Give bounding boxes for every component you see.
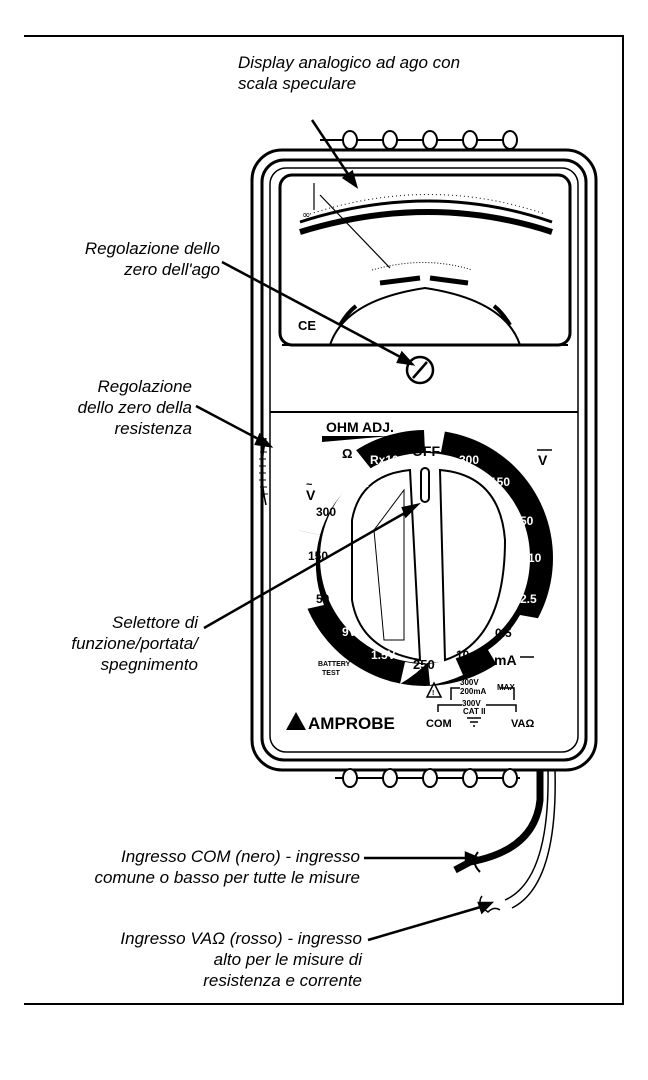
ground-icon — [467, 717, 481, 727]
callout-zero-resistance-line1: Regolazione — [97, 377, 192, 396]
needle-zero-screw[interactable] — [405, 355, 435, 385]
svg-text:!: ! — [432, 690, 434, 697]
callout-zero-needle: Regolazione dello zero dell'ago — [85, 238, 220, 280]
dial-dcv-150[interactable]: 150 — [490, 475, 510, 489]
callout-display: Display analogico ad ago con scala specu… — [238, 52, 460, 94]
va-lead-red-outline1 — [504, 769, 549, 901]
dial-ohm-symbol: Ω — [342, 446, 352, 461]
ce-mark: CE — [298, 318, 316, 333]
callout-display-line1: Display analogico ad ago con — [238, 53, 461, 72]
holster-loops-bottom — [335, 768, 520, 788]
va-lead-red-outline2 — [511, 769, 556, 909]
holster-loops-top — [320, 130, 518, 150]
callout-com-input-line1: Ingresso COM (nero) - ingresso — [120, 847, 360, 866]
jack-va-label: VAΩ — [511, 718, 534, 730]
ohm-adj-arrow — [322, 436, 390, 442]
dial-acv-300[interactable]: 300 — [316, 505, 336, 519]
com-lead-black — [453, 770, 544, 874]
leader-lines — [195, 119, 495, 942]
jack-ratings: ! 300V 200mA MAX 300V CAT II COM VAΩ — [425, 678, 534, 730]
callout-zero-resistance-line3: resistenza — [114, 419, 192, 438]
warning-icon — [425, 681, 443, 698]
analog-display: ∞ CE — [278, 173, 572, 347]
dial-dcv-symbol: V — [538, 452, 548, 468]
dial-acv-50[interactable]: 50 — [316, 592, 330, 606]
dial-battery-9v[interactable]: 9V — [342, 625, 357, 639]
callout-selector-line3: spegnimento — [100, 655, 198, 674]
dial-ma-10[interactable]: 10 — [456, 648, 470, 662]
callout-va-input-line2: alto per le misure di — [213, 950, 362, 969]
dial-ma-250[interactable]: 250 — [413, 657, 435, 672]
dial-battery-1.5v[interactable]: 1.5V — [371, 648, 396, 662]
callout-zero-resistance: Regolazione dello zero della resistenza — [78, 376, 192, 439]
rating-cat: CAT II — [463, 707, 486, 716]
dial-dcv-300[interactable]: 300 — [459, 453, 479, 467]
rating-top: 300V — [460, 678, 479, 687]
ohm-adj-label: OHM ADJ. — [326, 419, 394, 435]
dial-labels: OFF Ω Rx10 Rx1k V ~ V 300 150 50 10 2.5 … — [306, 443, 552, 677]
rating-mid: 200mA — [460, 687, 486, 696]
battery-test-line1: BATTERY — [318, 661, 351, 668]
callout-zero-resistance-line2: dello zero della — [77, 398, 192, 417]
callout-selector-line2: funzione/portata/ — [71, 634, 198, 653]
dial-acv-symbol: V — [306, 487, 316, 503]
dial-dcv-50[interactable]: 50 — [520, 514, 534, 528]
rating-max: MAX — [497, 683, 515, 692]
infinity-icon: ∞ — [302, 210, 310, 221]
callout-zero-needle-line2: zero dell'ago — [124, 260, 220, 279]
jack-com-label: COM — [426, 718, 452, 730]
callout-va-input-line3: resistenza e corrente — [203, 971, 362, 990]
dial-rx10[interactable]: Rx10 — [370, 453, 399, 467]
brand-name: AMPROBE — [308, 714, 395, 733]
dial-dcv-10[interactable]: 10 — [528, 551, 542, 565]
callout-com-input: Ingresso COM (nero) - ingresso comune o … — [94, 846, 360, 888]
battery-test-line2: TEST — [322, 670, 341, 677]
callout-display-line2: scala speculare — [238, 74, 357, 93]
dial-dcv-2.5[interactable]: 2.5 — [520, 592, 537, 606]
dial-rx1k[interactable]: Rx1k — [340, 476, 369, 490]
callout-va-input: Ingresso VAΩ (rosso) - ingresso alto per… — [120, 928, 362, 991]
brand-logo: AMPROBE — [286, 712, 395, 733]
dial-off[interactable]: OFF — [412, 443, 440, 459]
test-leads — [453, 769, 556, 913]
dial-acv-150[interactable]: 150 — [308, 549, 328, 563]
callout-selector-line1: Selettore di — [112, 613, 198, 632]
callout-com-input-line2: comune o basso per tutte le misure — [94, 868, 360, 887]
dial-ma-label: mA — [494, 652, 517, 668]
callout-va-input-line1: Ingresso VAΩ (rosso) - ingresso — [120, 929, 362, 948]
acv-tilde-icon: ~ — [306, 479, 313, 491]
callout-zero-needle-line1: Regolazione dello — [84, 239, 220, 258]
callout-selector: Selettore di funzione/portata/ spegnimen… — [71, 612, 198, 675]
dial-ma-0.5[interactable]: 0.5 — [495, 626, 512, 640]
rating-cat-voltage: 300V — [462, 699, 481, 708]
